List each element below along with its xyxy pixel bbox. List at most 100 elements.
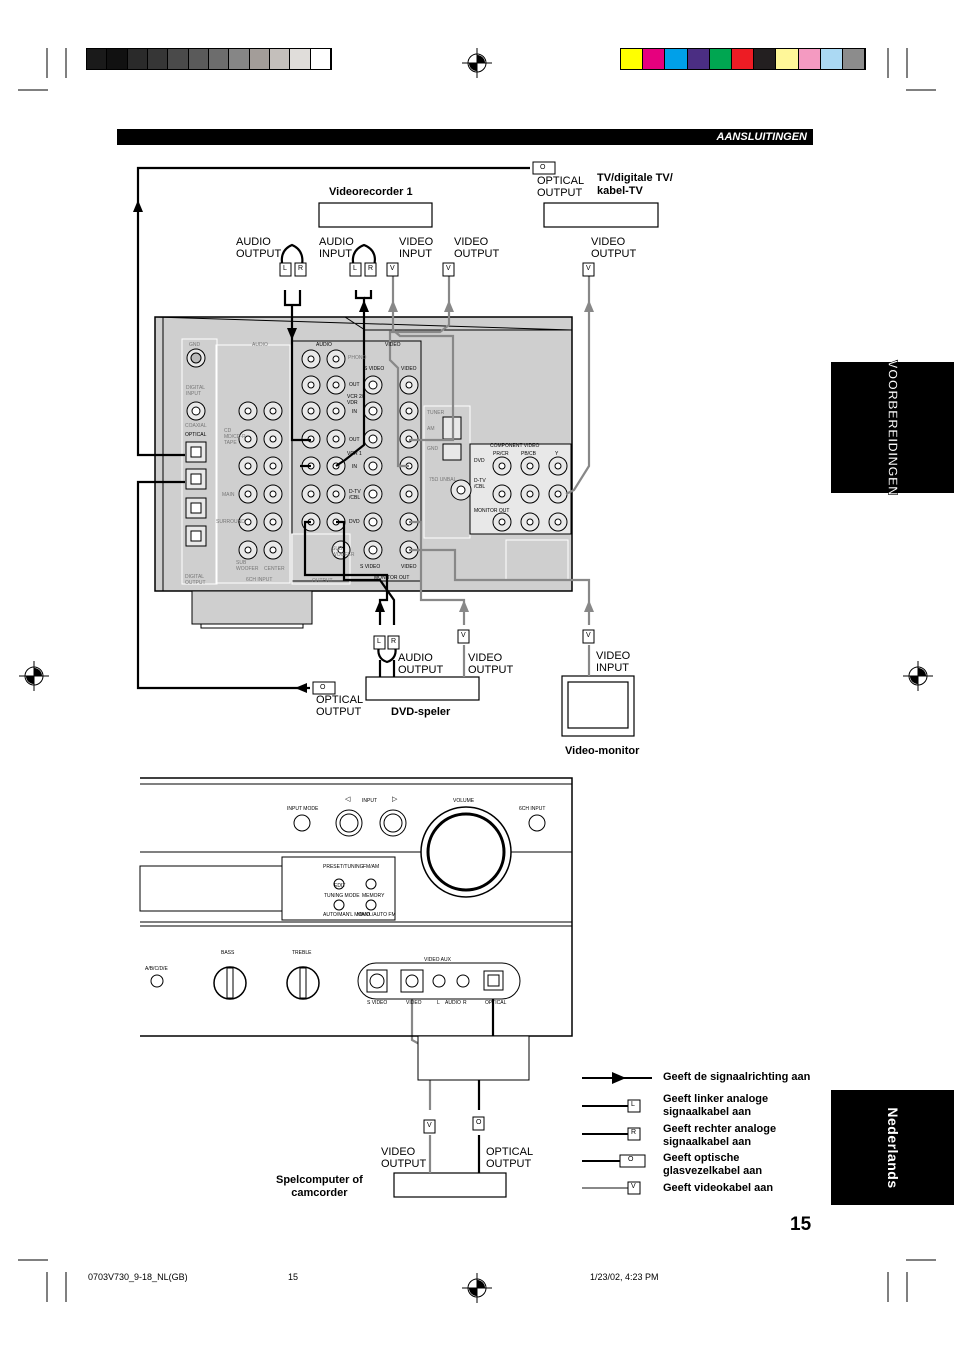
- rear-in-label: IN: [352, 464, 357, 470]
- calibration-swatch: [269, 49, 291, 69]
- dvd-audio-output-label: AUDIO OUTPUT: [398, 652, 444, 676]
- calibration-swatch: [168, 49, 189, 69]
- calibration-swatch: [687, 49, 710, 69]
- calibration-swatch: [709, 49, 732, 69]
- rear-audio-header: AUDIO: [316, 342, 332, 348]
- rear-monitor-out-label: MONITOR OUT: [374, 575, 410, 581]
- vcr-device: [318, 202, 433, 228]
- calibration-swatch: [310, 49, 331, 69]
- plug-l: L: [377, 638, 381, 645]
- front-audio-label: AUDIO: [445, 1000, 461, 1006]
- vcr-label: Videorecorder 1: [329, 186, 413, 198]
- front-r-label: R: [463, 1000, 467, 1006]
- calibration-swatch: [127, 49, 148, 69]
- rear-y-label: Y: [555, 451, 559, 457]
- legend-direction-text: Geeft de signaalrichting aan: [663, 1071, 811, 1083]
- rear-sub-woofer-out-label: SUB WOOFER: [332, 546, 355, 558]
- vcr-audio-output-label: AUDIO OUTPUT: [236, 236, 282, 260]
- calibration-swatch: [643, 49, 666, 69]
- calibration-swatch: [147, 49, 169, 69]
- rear-dvd-label: DVD: [349, 519, 360, 525]
- plug-v: V: [586, 265, 591, 272]
- plug-r: R: [391, 638, 397, 645]
- rear-svideo-bottom: S VIDEO: [360, 564, 381, 570]
- plug-l: L: [283, 265, 287, 272]
- front-input-label: INPUT: [362, 798, 377, 804]
- rear-video-bottom: VIDEO: [401, 564, 417, 570]
- front-fm-am-label: FM/AM: [363, 864, 380, 870]
- rear-video-label: VIDEO: [401, 366, 417, 372]
- legend-graphics: [582, 1072, 652, 1195]
- dvd-video-output-label: VIDEO OUTPUT: [468, 652, 514, 676]
- calibration-swatch: [798, 49, 821, 69]
- rear-gnd-ant-label: GND: [427, 446, 439, 452]
- rear-pr-label: PR/CR: [493, 451, 509, 457]
- front-auto-man-label: AUTO/MAN'L MONO: [323, 912, 370, 918]
- rear-dtv-label: D-TV /CBL: [349, 489, 361, 501]
- legend-video-text: Geeft videokabel aan: [663, 1182, 774, 1194]
- calibration-swatch: [776, 49, 799, 69]
- rear-video-header: VIDEO: [385, 342, 401, 348]
- front-video-aux-label: VIDEO AUX: [424, 957, 451, 963]
- plug-o: O: [540, 164, 546, 171]
- page-number: 15: [790, 1214, 812, 1235]
- rear-6ch-input-label: 6CH INPUT: [246, 577, 273, 583]
- rear-comp-dtv-label: D-TV /CBL: [474, 478, 486, 490]
- front-optical-label: OPTICAL: [485, 1000, 507, 1006]
- rear-digital-output-label: DIGITAL OUTPUT: [185, 574, 206, 586]
- front-man-auto-label: MAN'L/AUTO FM: [357, 912, 396, 918]
- plug-r: R: [298, 265, 304, 272]
- game-label: Spelcomputer of camcorder: [276, 1174, 363, 1199]
- legend-left-text: Geeft linker analoge signaalkabel aan: [663, 1093, 769, 1118]
- plug-v: V: [446, 265, 451, 272]
- rear-phono-label: PHONO: [348, 355, 367, 361]
- rear-sub-woofer-label: SUB WOOFER: [236, 560, 259, 572]
- tv-video-output-label: VIDEO OUTPUT: [591, 236, 637, 260]
- calibration-swatch: [229, 49, 250, 69]
- rear-svideo-label: S VIDEO: [364, 366, 385, 372]
- plug-v: V: [390, 265, 395, 272]
- rear-output-label: OUTPUT: [312, 578, 333, 584]
- front-memory-label: MEMORY: [362, 893, 385, 899]
- calibration-swatch: [290, 49, 311, 69]
- dvd-device: [365, 676, 480, 701]
- tv-optical-output-label: OPTICAL OUTPUT: [537, 175, 585, 199]
- plug-r: R: [368, 265, 374, 272]
- gray-calibration-bar: [86, 48, 332, 70]
- rear-audio-label: AUDIO: [252, 342, 268, 348]
- rear-comp-dvd-label: DVD: [474, 458, 485, 464]
- monitor-video-input-label: VIDEO INPUT: [596, 650, 631, 674]
- chevron-left-icon: ◁: [345, 796, 351, 803]
- game-device: [393, 1172, 507, 1198]
- game-video-output-label: VIDEO OUTPUT: [381, 1146, 427, 1170]
- vcr-video-output-label: VIDEO OUTPUT: [454, 236, 500, 260]
- plug-o: O: [476, 1119, 482, 1126]
- front-bass-label: BASS: [221, 950, 235, 956]
- calibration-swatch: [188, 49, 209, 69]
- front-l-label: L: [437, 1000, 440, 1006]
- rear-main-label: MAIN: [222, 492, 235, 498]
- rear-ch-labels: CD MD/CD-R TAPE: [224, 428, 246, 446]
- dvd-optical-output-label: OPTICAL OUTPUT: [316, 694, 364, 718]
- rear-tuner-label: TUNER: [427, 410, 445, 416]
- legend-plug-r: R: [631, 1129, 637, 1136]
- rear-vcr1-label: VCR 1: [347, 451, 362, 457]
- front-treble-label: TREBLE: [292, 950, 312, 956]
- calibration-swatch: [107, 49, 128, 69]
- legend-optical-text: Geeft optische glasvezelkabel aan: [663, 1152, 763, 1177]
- video-monitor-device: [561, 675, 635, 737]
- calibration-swatch: [621, 49, 644, 69]
- tv-label: TV/digitale TV/ kabel-TV: [597, 172, 673, 197]
- plug-v: V: [586, 632, 591, 639]
- front-tuning-mode-label: TUNING MODE: [324, 893, 360, 899]
- side-tab-voorbereidingen: VOORBEREIDINGEN: [831, 359, 954, 496]
- legend-plug-v: V: [631, 1183, 636, 1190]
- footer-page: 15: [288, 1272, 299, 1282]
- front-preset-tuning-label: PRESET/TUNING: [323, 864, 364, 870]
- footer-file: 0703V730_9-18_NL(GB): [88, 1272, 188, 1282]
- rear-vcr2-label: VCR 2/ VDR: [347, 394, 364, 406]
- calibration-swatch: [842, 49, 866, 69]
